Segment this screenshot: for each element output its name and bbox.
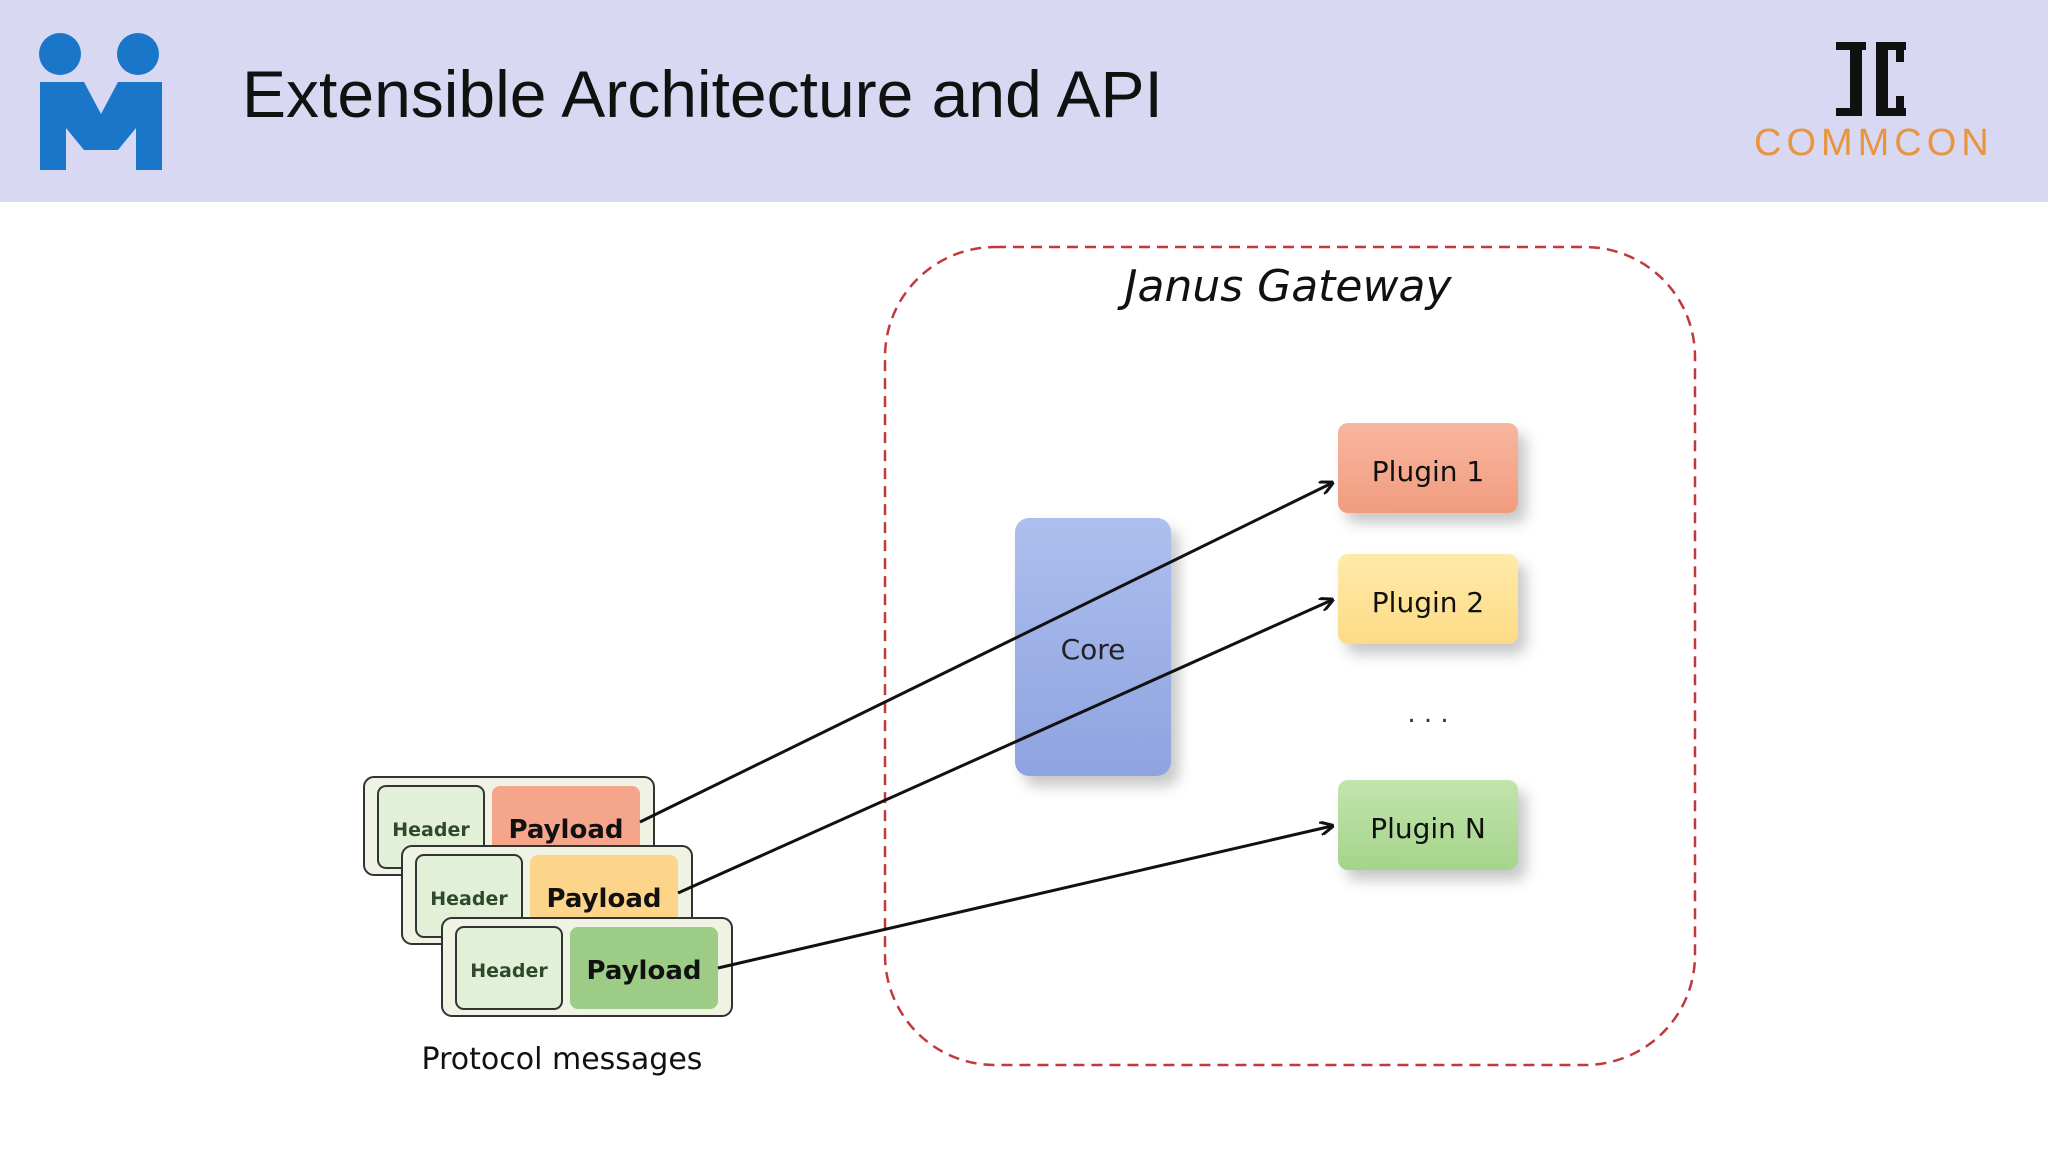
message-1-payload: Payload xyxy=(509,815,624,845)
commcon-wordmark: COMMCON xyxy=(1754,122,1994,164)
arrow-message-1-to-plugin-1 xyxy=(639,483,1332,824)
plugin-1: Plugin 1 xyxy=(1338,423,1518,513)
plugin-2-label: Plugin 2 xyxy=(1372,586,1484,619)
message-1-header: Header xyxy=(392,819,470,841)
gateway-label: Janus Gateway xyxy=(1117,261,1453,312)
plugin-n-label: Plugin N xyxy=(1370,812,1486,845)
arrow-message-2-to-plugin-2 xyxy=(677,600,1332,895)
arrow-message-3-to-plugin-n xyxy=(717,826,1332,970)
message-3: Header Payload xyxy=(441,917,733,1017)
plugin-2: Plugin 2 xyxy=(1338,554,1518,644)
message-2-payload: Payload xyxy=(547,884,662,914)
gateway-boundary xyxy=(883,245,1697,1067)
meetecho-logo-icon xyxy=(36,30,166,181)
message-3-header: Header xyxy=(470,960,548,982)
commcon-mark-icon xyxy=(1836,42,1906,116)
core-label: Core xyxy=(1061,633,1126,666)
plugin-n: Plugin N xyxy=(1338,780,1518,870)
slide-title: Extensible Architecture and API xyxy=(242,57,1163,131)
message-3-payload: Payload xyxy=(587,956,702,986)
commcon-logo xyxy=(1740,38,2000,168)
message-2-header: Header xyxy=(430,888,508,910)
plugin-ellipsis: . . . xyxy=(1407,699,1448,729)
plugin-1-label: Plugin 1 xyxy=(1372,455,1484,488)
header-band xyxy=(0,0,2048,202)
messages-caption: Protocol messages xyxy=(422,1042,703,1077)
